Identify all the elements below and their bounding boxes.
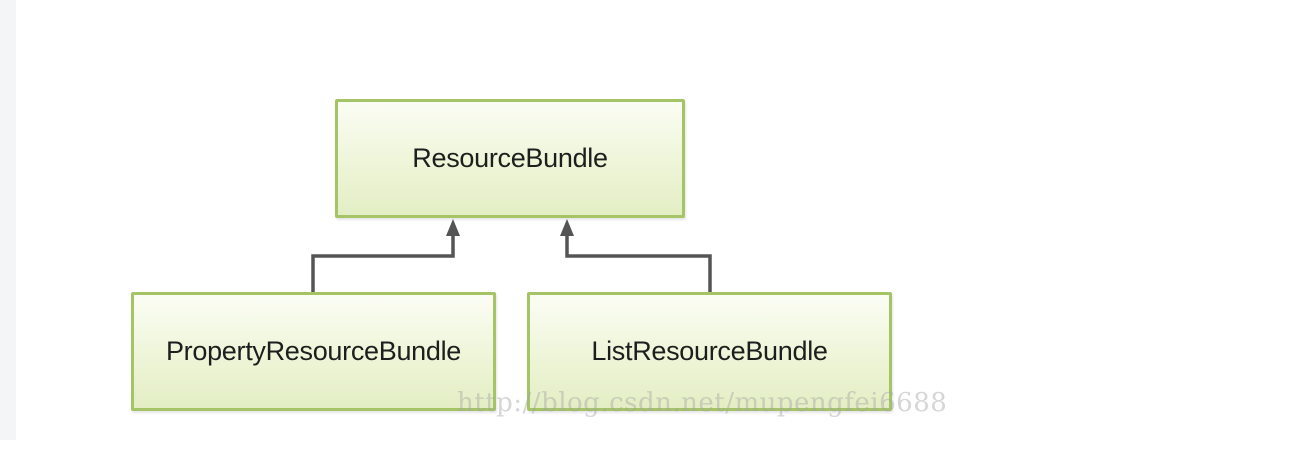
class-box-listresourcebundle: ListResourceBundle bbox=[527, 292, 892, 411]
left-gutter bbox=[0, 0, 16, 440]
watermark-text: http://blog.csdn.net/mupengfei6688 bbox=[457, 388, 948, 418]
class-label-listresourcebundle: ListResourceBundle bbox=[591, 336, 828, 366]
class-label-propertyresourcebundle: PropertyResourceBundle bbox=[165, 336, 462, 366]
class-box-resourcebundle: ResourceBundle bbox=[335, 99, 685, 218]
class-box-propertyresourcebundle: PropertyResourceBundle bbox=[131, 292, 496, 411]
class-label-resourcebundle: ResourceBundle bbox=[412, 143, 608, 173]
